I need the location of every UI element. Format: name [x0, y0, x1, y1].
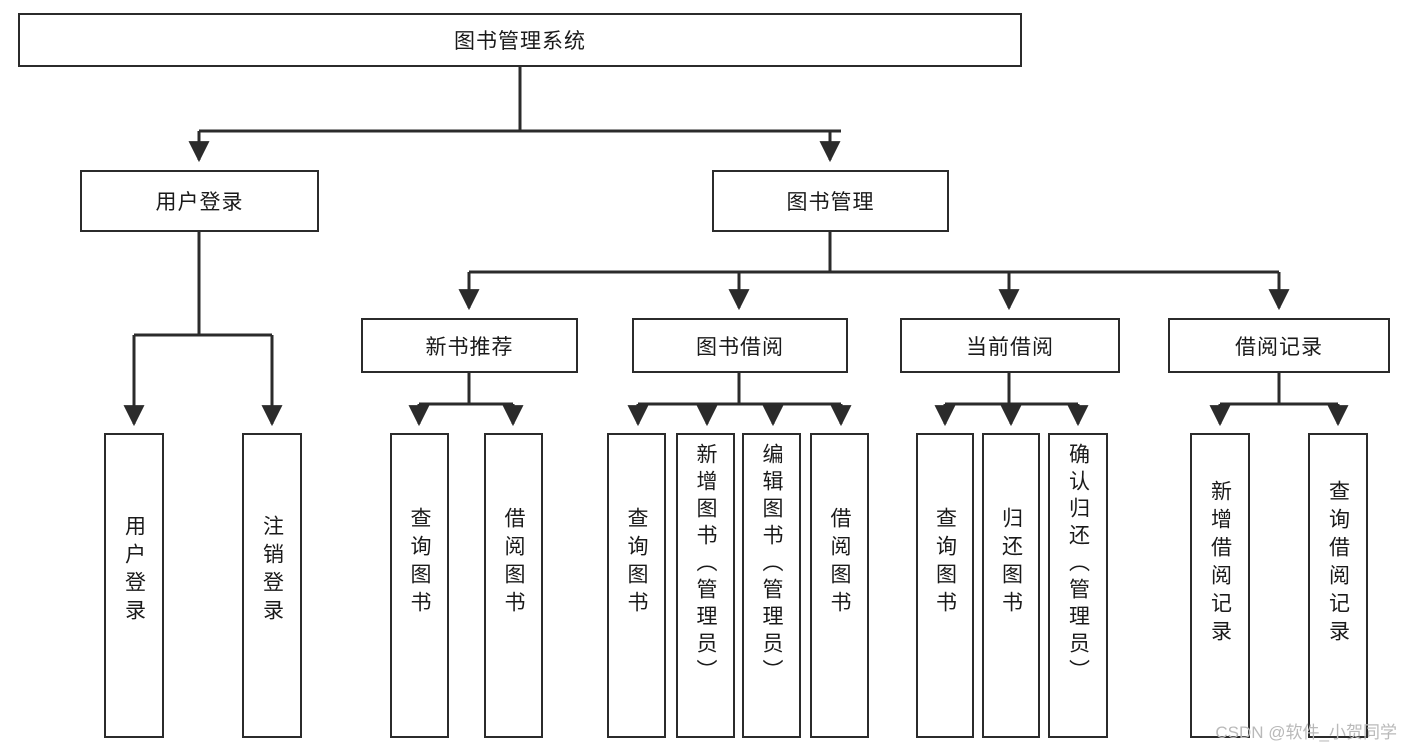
- leaf-new-book-1[interactable]: 查询图书: [390, 433, 449, 738]
- node-user-login[interactable]: 用户登录: [80, 170, 319, 232]
- leaf-new-book-1-label: 查询图书: [408, 507, 431, 619]
- leaf-current-borrow-1[interactable]: 查询图书: [916, 433, 974, 738]
- leaf-book-borrow-4-label: 借阅图书: [828, 507, 851, 619]
- leaf-current-borrow-3[interactable]: 确认归还（管理员）: [1048, 433, 1108, 738]
- node-new-book-recommend[interactable]: 新书推荐: [361, 318, 578, 373]
- leaf-book-borrow-4[interactable]: 借阅图书: [810, 433, 869, 738]
- leaf-user-login-2-label: 注销登录: [260, 515, 284, 627]
- node-book-manage-label: 图书管理: [786, 191, 875, 214]
- leaf-current-borrow-1-label: 查询图书: [933, 507, 957, 619]
- node-user-login-label: 用户登录: [155, 191, 244, 214]
- leaf-book-borrow-2-label: 新增图书（管理员）: [694, 443, 717, 686]
- leaf-new-book-2[interactable]: 借阅图书: [484, 433, 543, 738]
- node-new-book-recommend-label: 新书推荐: [425, 335, 514, 359]
- leaf-book-borrow-3[interactable]: 编辑图书（管理员）: [742, 433, 801, 738]
- node-current-borrow-label: 当前借阅: [966, 335, 1054, 359]
- leaf-borrow-record-2[interactable]: 查询借阅记录: [1308, 433, 1368, 738]
- leaf-borrow-record-2-label: 查询借阅记录: [1326, 480, 1350, 648]
- leaf-current-borrow-2-label: 归还图书: [999, 507, 1023, 619]
- leaf-current-borrow-3-label: 确认归还（管理员）: [1066, 443, 1090, 686]
- leaf-user-login-1[interactable]: 用户登录: [104, 433, 164, 738]
- leaf-book-borrow-1-label: 查询图书: [625, 507, 648, 619]
- node-root-label: 图书管理系统: [454, 30, 586, 53]
- node-book-manage[interactable]: 图书管理: [712, 170, 949, 232]
- leaf-current-borrow-2[interactable]: 归还图书: [982, 433, 1040, 738]
- node-borrow-record[interactable]: 借阅记录: [1168, 318, 1390, 373]
- leaf-borrow-record-1-label: 新增借阅记录: [1208, 480, 1232, 648]
- leaf-book-borrow-2[interactable]: 新增图书（管理员）: [676, 433, 735, 738]
- node-borrow-record-label: 借阅记录: [1235, 335, 1323, 359]
- leaf-book-borrow-1[interactable]: 查询图书: [607, 433, 666, 738]
- leaf-book-borrow-3-label: 编辑图书（管理员）: [760, 443, 783, 686]
- node-root[interactable]: 图书管理系统: [18, 13, 1022, 67]
- csdn-watermark: CSDN @软件_小贺同学: [1215, 723, 1397, 742]
- leaf-user-login-1-label: 用户登录: [122, 515, 146, 627]
- node-book-borrow[interactable]: 图书借阅: [632, 318, 848, 373]
- leaf-borrow-record-1[interactable]: 新增借阅记录: [1190, 433, 1250, 738]
- node-book-borrow-label: 图书借阅: [696, 335, 784, 359]
- node-current-borrow[interactable]: 当前借阅: [900, 318, 1120, 373]
- leaf-user-login-2[interactable]: 注销登录: [242, 433, 302, 738]
- leaf-new-book-2-label: 借阅图书: [502, 507, 525, 619]
